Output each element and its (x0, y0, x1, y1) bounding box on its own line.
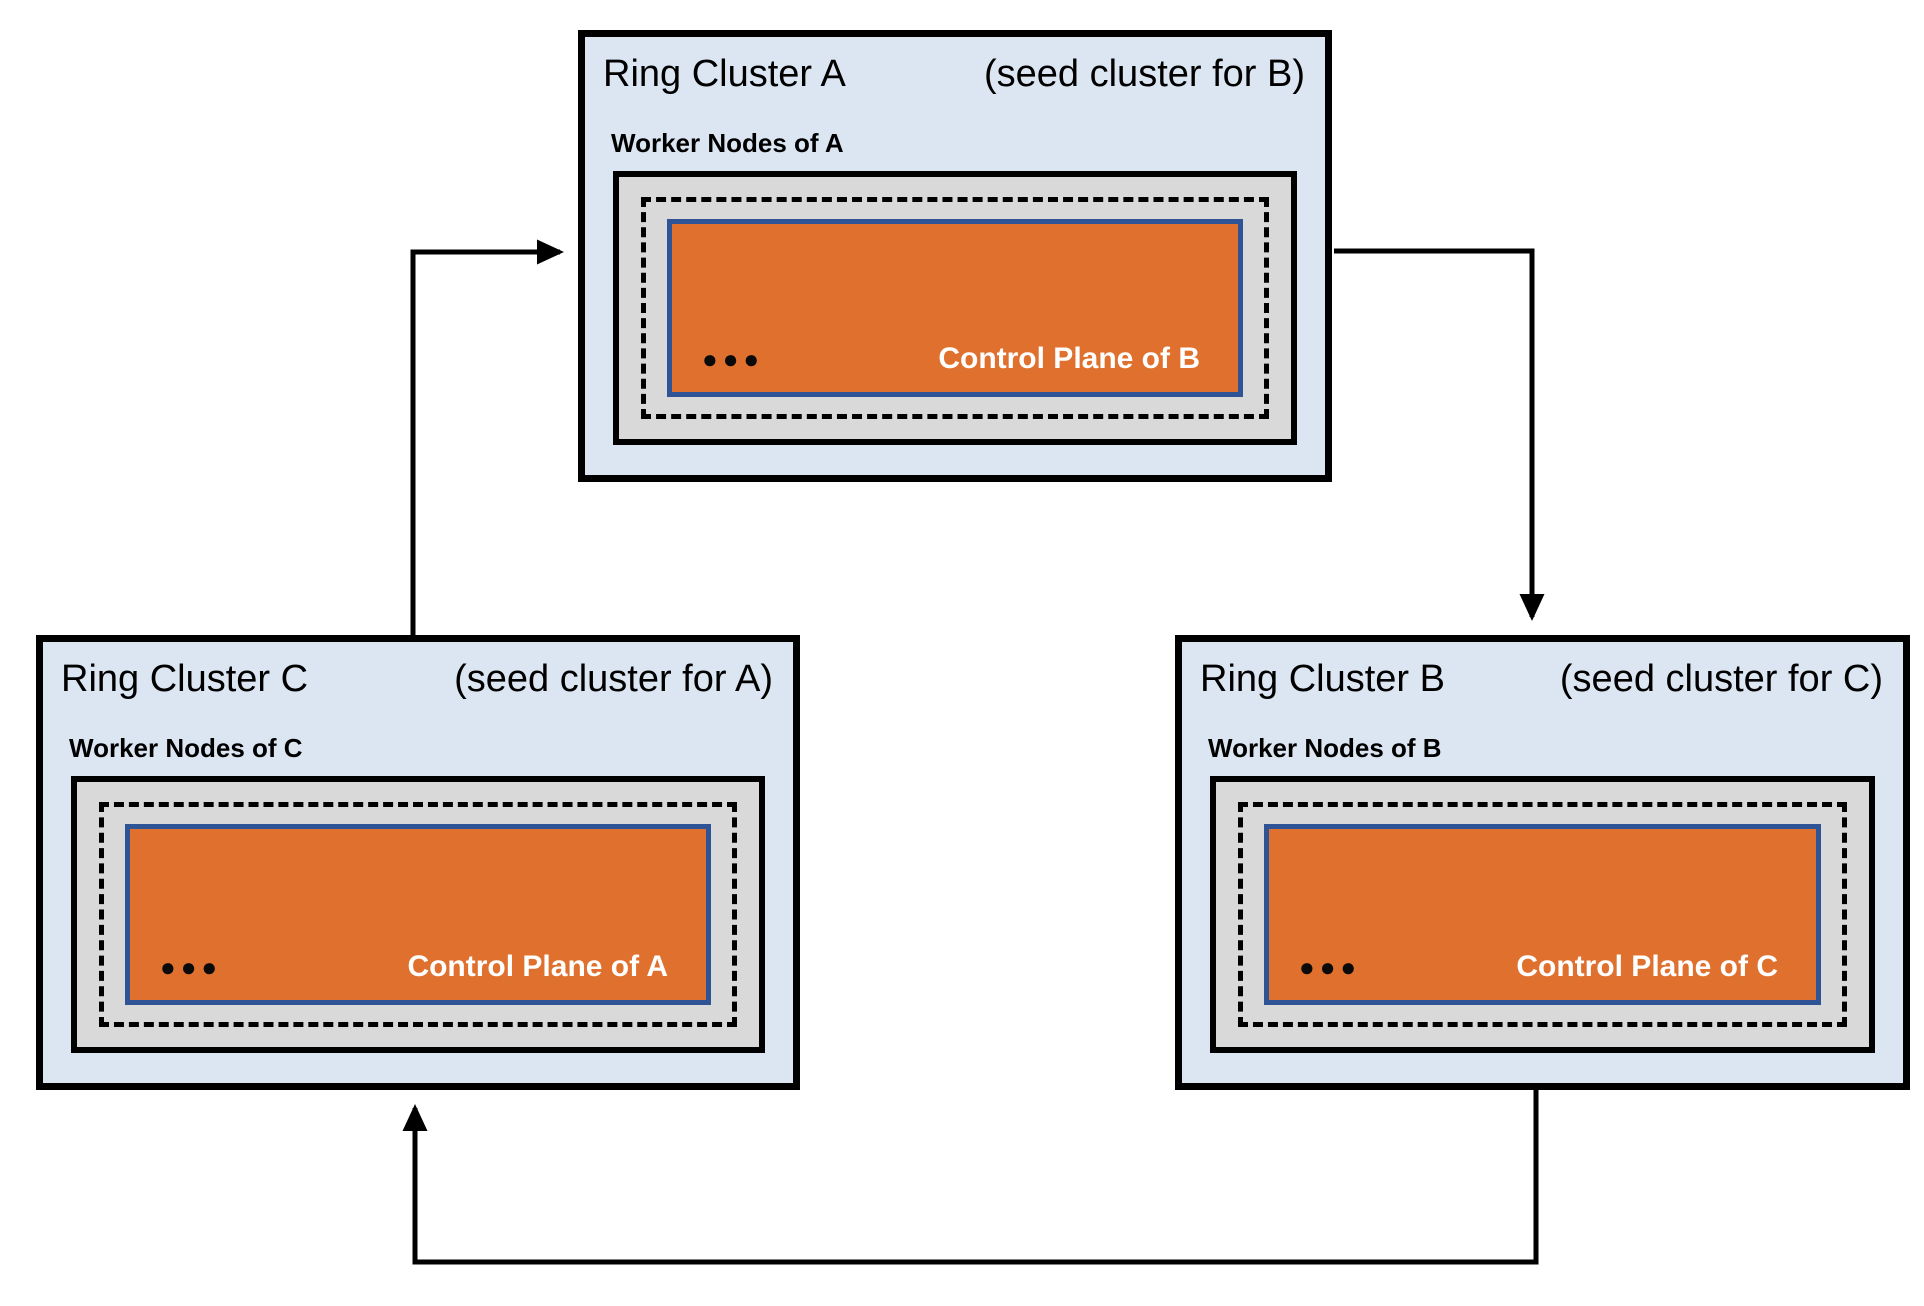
cluster-c-title: Ring Cluster C (61, 658, 309, 700)
ring-cluster-b: Ring Cluster B (seed cluster for C) Work… (1175, 635, 1910, 1090)
cluster-c-dashed-region: ●●● Control Plane of A (99, 802, 737, 1027)
arrow-c-to-a (410, 239, 565, 637)
cluster-b-header: Ring Cluster B (seed cluster for C) (1182, 642, 1903, 702)
cluster-c-subtitle: (seed cluster for A) (454, 658, 773, 700)
cluster-a-header: Ring Cluster A (seed cluster for B) (585, 37, 1325, 97)
ring-cluster-c: Ring Cluster C (seed cluster for A) Work… (36, 635, 800, 1090)
cluster-b-worker-nodes-box: ●●● Control Plane of C (1210, 776, 1875, 1053)
cluster-b-worker-nodes-label: Worker Nodes of B (1208, 732, 1442, 763)
cluster-a-control-plane-label: Control Plane of B (938, 342, 1200, 375)
cluster-b-title: Ring Cluster B (1200, 658, 1445, 700)
arrow-b-to-c (402, 1088, 1539, 1265)
cluster-a-subtitle: (seed cluster for B) (984, 53, 1305, 95)
cluster-b-subtitle: (seed cluster for C) (1559, 658, 1883, 700)
cluster-b-dashed-region: ●●● Control Plane of C (1238, 802, 1847, 1027)
ellipsis-dots-icon: ●●● (1299, 952, 1362, 982)
arrow-a-to-b (1334, 248, 1545, 622)
cluster-c-control-plane-label: Control Plane of A (407, 950, 668, 983)
cluster-a-worker-nodes-box: ●●● Control Plane of B (613, 171, 1297, 445)
cluster-b-control-plane-box: ●●● Control Plane of C (1264, 824, 1821, 1005)
cluster-c-control-plane-box: ●●● Control Plane of A (125, 824, 711, 1005)
ring-cluster-a: Ring Cluster A (seed cluster for B) Work… (578, 30, 1332, 482)
cluster-a-control-plane-box: ●●● Control Plane of B (667, 219, 1243, 397)
ellipsis-dots-icon: ●●● (160, 952, 223, 982)
cluster-a-title: Ring Cluster A (603, 53, 846, 95)
cluster-c-worker-nodes-box: ●●● Control Plane of A (71, 776, 765, 1053)
ellipsis-dots-icon: ●●● (702, 344, 765, 374)
cluster-a-dashed-region: ●●● Control Plane of B (641, 197, 1269, 419)
cluster-c-header: Ring Cluster C (seed cluster for A) (43, 642, 793, 702)
cluster-a-worker-nodes-label: Worker Nodes of A (611, 127, 844, 158)
cluster-c-worker-nodes-label: Worker Nodes of C (69, 732, 303, 763)
cluster-b-control-plane-label: Control Plane of C (1516, 950, 1778, 983)
